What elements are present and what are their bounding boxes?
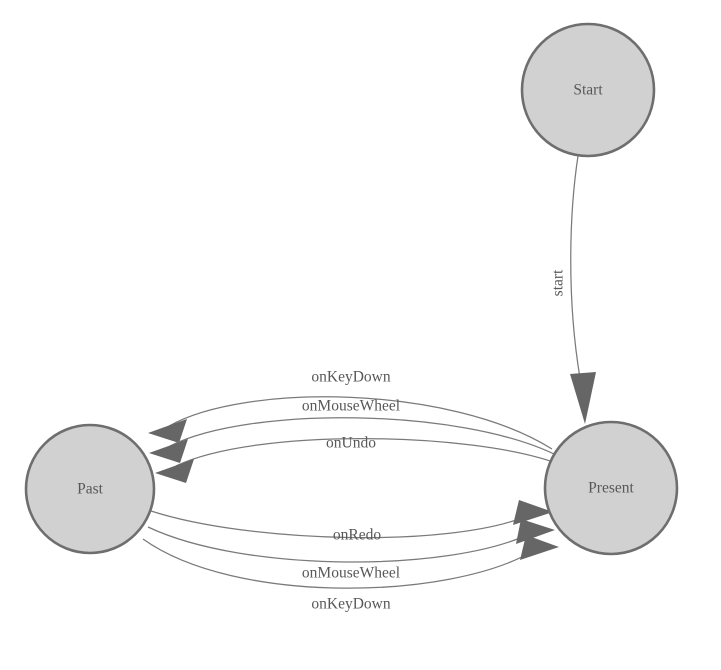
- arrowhead-icon: [155, 459, 194, 483]
- edge-present-to-past-onmousewheel[interactable]: onMouseWheel: [149, 398, 557, 464]
- node-label: Present: [588, 480, 634, 497]
- node-circle: [24, 423, 156, 555]
- edge-label: onUndo: [326, 435, 376, 452]
- edge-present-to-past-onundo[interactable]: onUndo: [155, 435, 557, 484]
- arrowhead-icon: [520, 535, 559, 560]
- edge-label: onRedo: [333, 527, 381, 544]
- edge-path: [168, 396, 553, 450]
- edge-present-to-past-onkeydown[interactable]: onKeyDown: [148, 369, 553, 450]
- node-circle: [520, 22, 656, 158]
- edge-label: onMouseWheel: [302, 565, 400, 582]
- node-start[interactable]: Start: [520, 22, 656, 158]
- node-layer: Start Past Present: [24, 22, 679, 556]
- edge-past-to-present-onredo[interactable]: onRedo: [150, 500, 553, 544]
- node-circle: [543, 420, 679, 556]
- edge-path: [570, 155, 581, 379]
- edge-path: [147, 526, 530, 563]
- edge-start-to-present[interactable]: start: [550, 155, 597, 424]
- node-label: Start: [573, 82, 603, 99]
- edge-path: [175, 438, 557, 467]
- edge-label: onMouseWheel: [302, 398, 400, 415]
- edge-past-to-present-onmousewheel[interactable]: onMouseWheel: [147, 519, 555, 582]
- edge-path: [150, 510, 528, 539]
- edge-label: start: [550, 269, 567, 296]
- edge-path: [169, 417, 557, 456]
- edge-layer: start onKeyDown onMouseWheel onUndo: [142, 155, 597, 613]
- edge-path: [142, 538, 534, 589]
- node-present[interactable]: Present: [543, 420, 679, 556]
- arrowhead-icon: [513, 500, 553, 525]
- arrowhead-icon: [149, 439, 188, 463]
- arrowhead-icon: [570, 372, 596, 424]
- arrowhead-icon: [148, 419, 187, 443]
- node-label: Past: [77, 481, 104, 498]
- edge-label: onKeyDown: [311, 596, 390, 613]
- node-past[interactable]: Past: [24, 423, 156, 555]
- edge-label: onKeyDown: [311, 369, 390, 386]
- edge-past-to-present-onkeydown[interactable]: onKeyDown: [142, 535, 559, 613]
